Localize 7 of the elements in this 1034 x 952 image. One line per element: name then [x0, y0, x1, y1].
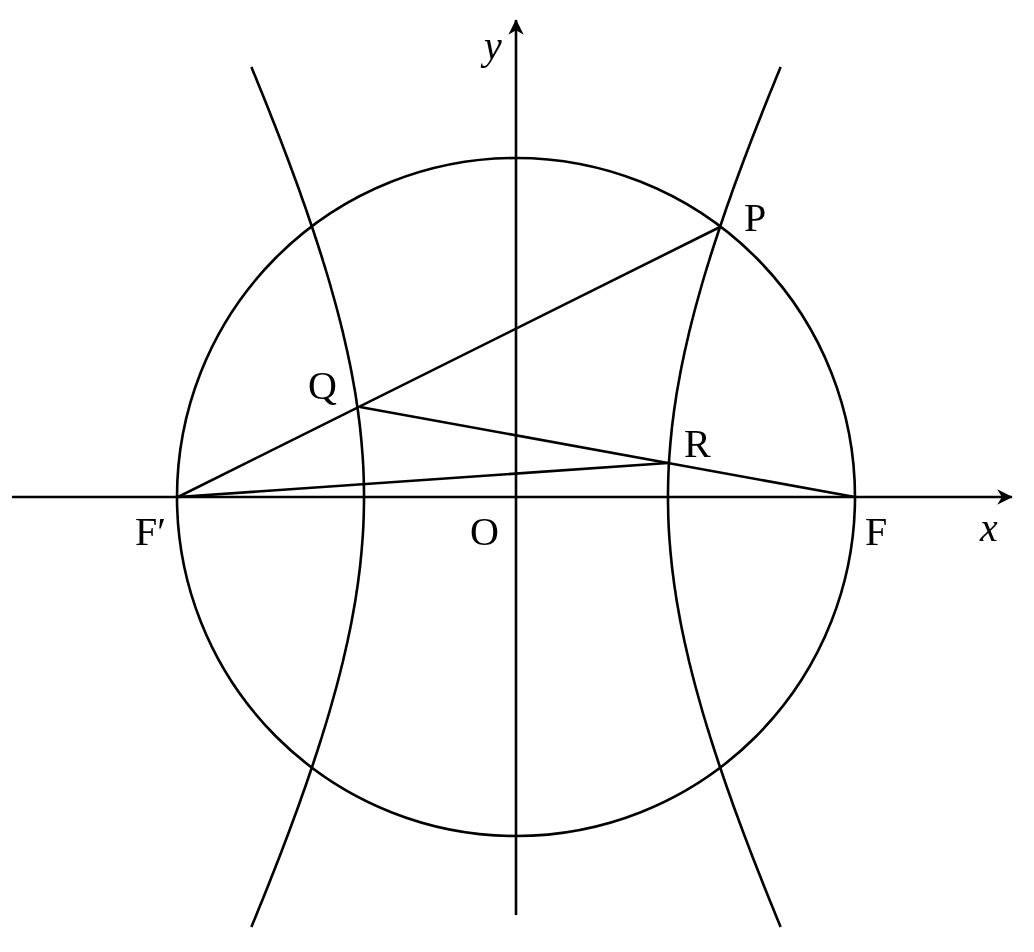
- point-label: F: [865, 512, 888, 552]
- point-label: Q: [308, 366, 337, 406]
- point-label: F′: [135, 512, 166, 552]
- point-label: P: [744, 198, 767, 238]
- point-label: R: [684, 424, 711, 464]
- axis-label: x: [980, 508, 998, 548]
- origin-label: O: [470, 512, 499, 552]
